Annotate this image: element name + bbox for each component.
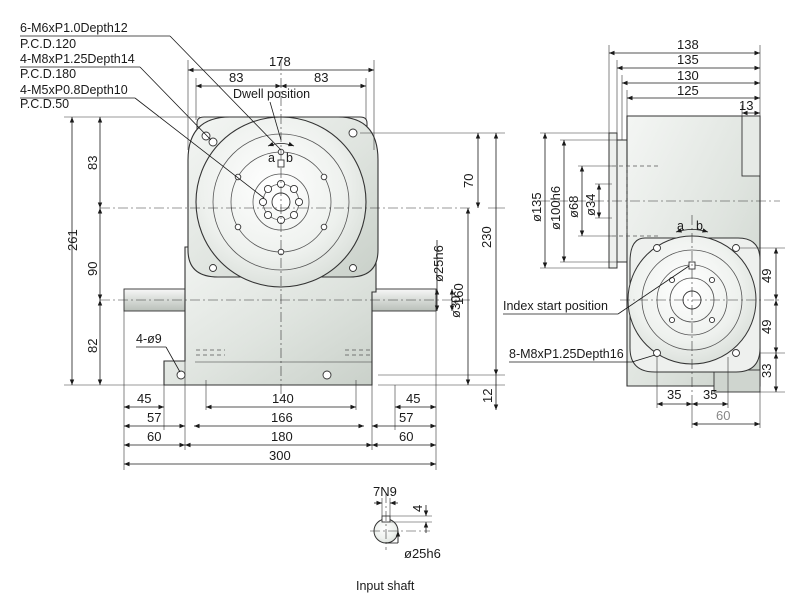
leader-dwell: [269, 101, 282, 141]
dim-13: 13: [739, 98, 753, 113]
side-view: a b: [540, 115, 780, 405]
dim-90-vert: 90: [85, 262, 100, 276]
dim-180: 180: [271, 429, 293, 444]
dim-60-left: 60: [147, 429, 161, 444]
dim-60-right: 60: [399, 429, 413, 444]
dim-12: 12: [480, 389, 495, 403]
dim-45-right: 45: [406, 391, 420, 406]
dim-49-upper: 49: [759, 269, 774, 283]
side-label-b: b: [696, 219, 703, 233]
dim-49-lower: 49: [759, 320, 774, 334]
dim-261: 261: [65, 229, 80, 251]
callout-pcd2: P.C.D.180: [20, 67, 76, 81]
side-top-dimensions: 138 135 130 125 13: [608, 37, 761, 140]
dwell-arc: [267, 141, 295, 147]
side-callouts: Index start position 8-M8xP1.25Depth16: [503, 265, 690, 363]
dim-key-width: 7N9: [373, 484, 397, 499]
input-shaft-detail: 7N9 4 ø25h6 Input shaft: [356, 484, 441, 593]
dwell-marker: [277, 159, 285, 168]
callout-pcd1: P.C.D.120: [20, 37, 76, 51]
dim-300: 300: [269, 448, 291, 463]
flange-outer: [608, 132, 618, 269]
dim-dia-100: ø100h6: [548, 186, 563, 230]
dim-35-left: 35: [667, 387, 681, 402]
leader-tap3: [134, 97, 265, 199]
callout-tap3: 4-M5xP0.8Depth10: [20, 83, 128, 97]
input-shaft-title: Input shaft: [356, 579, 415, 593]
side-right-dimensions: 49 49 33: [740, 247, 785, 393]
dim-135: 135: [677, 52, 699, 67]
dim-70: 70: [461, 174, 476, 188]
dim-83-vert: 83: [85, 156, 100, 170]
dim-178: 178: [269, 54, 291, 69]
front-callouts: 6-M6xP1.0Depth12 P.C.D.120 4-M8xP1.25Dep…: [20, 21, 310, 373]
hidden-bolt-lines: [196, 349, 372, 356]
dim-57-left: 57: [147, 410, 161, 425]
corner-holes: [176, 128, 358, 380]
front-top-dimensions: 178 83 83: [187, 54, 375, 150]
callout-holes: 4-ø9: [136, 332, 162, 346]
callout-tap1: 6-M6xP1.0Depth12: [20, 21, 128, 35]
callout-side-tap: 8-M8xP1.25Depth16: [509, 347, 624, 361]
label-b: b: [286, 151, 293, 165]
dim-82-vert: 82: [85, 339, 100, 353]
dim-dia-135: ø135: [529, 192, 544, 222]
callout-index-start: Index start position: [503, 299, 608, 313]
label-a: a: [268, 151, 275, 165]
dim-33: 33: [759, 364, 774, 378]
dim-138: 138: [677, 37, 699, 52]
callout-pcd3: P.C.D.50: [20, 97, 69, 111]
side-bottom-dimensions: 35 35 60: [656, 357, 761, 428]
side-diameter-dimensions: ø135 ø100h6 ø68 ø34: [529, 132, 617, 269]
dim-160: 160: [451, 283, 466, 305]
leader-holes: [165, 346, 181, 373]
dim-35-right: 35: [703, 387, 717, 402]
dim-60-side: 60: [716, 408, 730, 423]
dim-230: 230: [479, 226, 494, 248]
dim-shaft-diameter: ø25h6: [404, 546, 441, 561]
side-foot: [713, 369, 761, 393]
hub-hidden-lines: [612, 165, 658, 237]
side-boss-top: [741, 115, 761, 177]
dim-166: 166: [271, 410, 293, 425]
leader-tap1: [169, 35, 282, 151]
dim-dia-68: ø68: [566, 196, 581, 218]
dim-83-right: 83: [314, 70, 328, 85]
dim-30: ø30: [448, 296, 463, 318]
hub-bolt-holes: [258, 179, 304, 225]
callout-tap2: 4-M8xP1.25Depth14: [20, 52, 135, 66]
leader-tap2: [139, 66, 212, 141]
leader-side-tap: [631, 354, 656, 363]
front-view: [100, 60, 470, 395]
front-left-dimensions: 261 83 90 82: [64, 116, 200, 386]
front-right-dimensions: 70 230 ø25h6 160 ø30 12: [360, 132, 505, 410]
dim-shaft-dia: ø25h6: [431, 245, 446, 282]
dim-83-left: 83: [229, 70, 243, 85]
leader-index-start: [617, 265, 690, 315]
front-bottom-dimensions: 45 140 45 57 166 57 60 180 60 300: [123, 311, 437, 470]
dim-130: 130: [677, 68, 699, 83]
dim-140: 140: [272, 391, 294, 406]
side-label-a: a: [677, 219, 684, 233]
dim-45-left: 45: [137, 391, 151, 406]
dim-125: 125: [677, 83, 699, 98]
callout-dwell: Dwell position: [233, 87, 310, 101]
dim-dia-34: ø34: [583, 194, 598, 216]
dim-key-depth: 4: [410, 505, 425, 512]
dim-57-right: 57: [399, 410, 413, 425]
